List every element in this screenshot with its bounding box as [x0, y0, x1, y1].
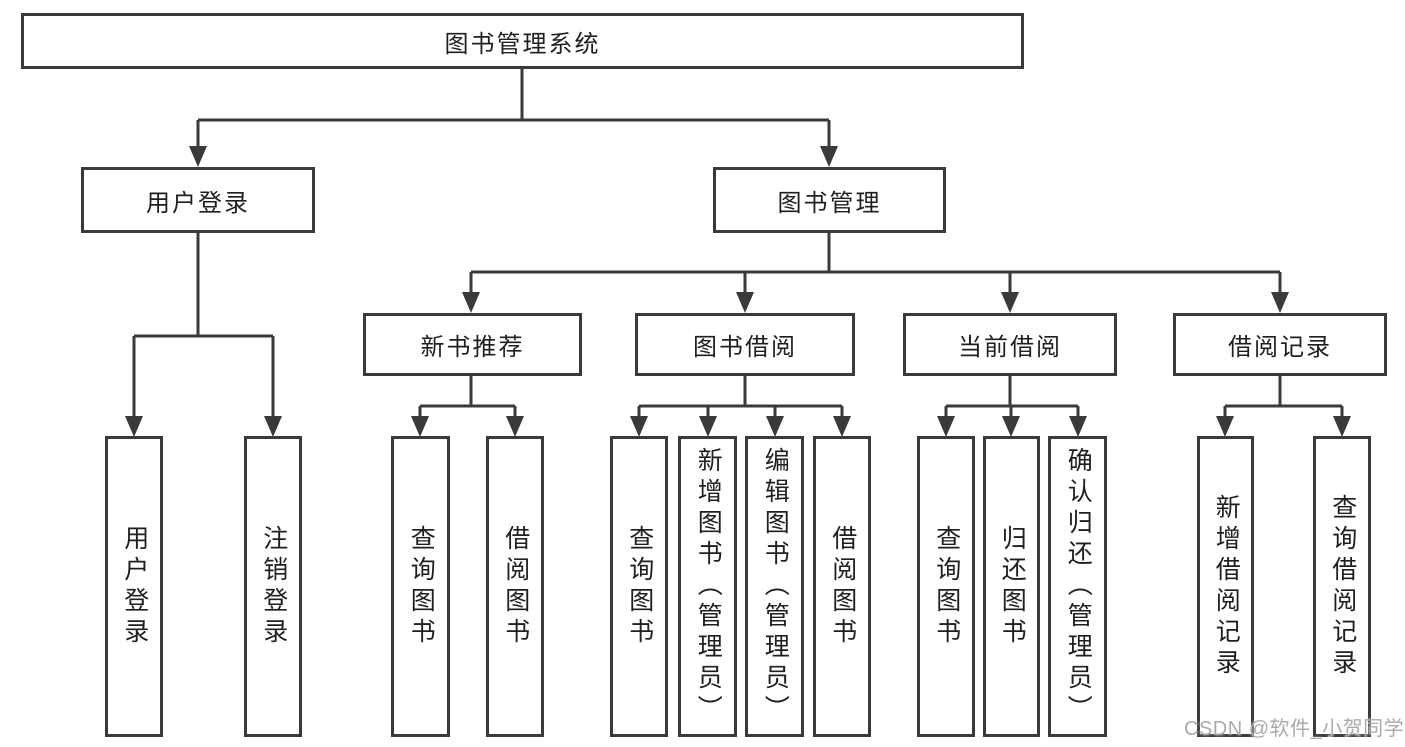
arrow-down-icon	[699, 416, 717, 437]
arrow-down-icon	[766, 416, 784, 437]
connector-segments	[132, 69, 1344, 417]
node-label: 新书推荐	[420, 334, 525, 361]
arrow-down-icon	[1069, 416, 1087, 437]
connector-root-to-level2	[196, 69, 831, 147]
leaf-recommend-query-books: 查询图书	[391, 436, 450, 737]
node-label: 借阅图书	[501, 524, 530, 649]
node-current-borrow: 当前借阅	[903, 313, 1117, 376]
node-label: 当前借阅	[958, 334, 1062, 361]
leaf-borrow-query-books: 查询图书	[610, 436, 668, 737]
node-label: 用户登录	[120, 524, 149, 649]
leaf-current-query-books: 查询图书	[917, 436, 975, 737]
node-label: 查询图书	[407, 524, 436, 649]
arrow-down-icon	[462, 292, 480, 313]
leaf-records-add-record: 新增借阅记录	[1197, 436, 1254, 737]
node-label: 归还图书	[998, 524, 1027, 649]
node-label: 借阅记录	[1228, 334, 1332, 361]
node-label: 确认归还（管理员）	[1064, 447, 1093, 726]
leaf-logout: 注销登录	[244, 436, 302, 737]
connector-current-to-leaves	[944, 376, 1080, 417]
arrow-down-icon	[506, 416, 524, 437]
node-label: 注销登录	[259, 524, 288, 649]
leaf-user-login: 用户登录	[105, 436, 163, 737]
connector-management-to-groups	[469, 233, 1282, 293]
arrow-down-icon	[189, 146, 207, 167]
node-label: 图书借阅	[693, 334, 797, 361]
node-label: 用户登录	[146, 189, 250, 217]
connector-recommend-to-leaves	[418, 376, 517, 417]
connector-borrow-to-leaves	[637, 376, 844, 417]
connector-records-to-leaves	[1223, 376, 1344, 417]
connector-login-to-leaves	[132, 233, 275, 417]
leaf-recommend-borrow-books: 借阅图书	[486, 436, 544, 737]
arrow-down-icon	[1216, 416, 1234, 437]
arrow-down-icon	[833, 416, 851, 437]
arrow-down-icon	[264, 416, 282, 437]
node-label: 借阅图书	[828, 524, 857, 649]
node-label: 编辑图书（管理员）	[761, 447, 790, 726]
node-label: 查询图书	[932, 524, 961, 649]
arrow-down-icon	[125, 416, 143, 437]
node-label: 新增借阅记录	[1212, 493, 1241, 680]
leaf-current-confirm-return-admin: 确认归还（管理员）	[1048, 436, 1107, 737]
node-label: 查询借阅记录	[1328, 493, 1357, 680]
leaf-borrow-edit-books-admin: 编辑图书（管理员）	[745, 436, 804, 737]
node-root: 图书管理系统	[21, 13, 1024, 69]
leaf-records-query-record: 查询借阅记录	[1313, 436, 1371, 737]
arrow-down-icon	[1271, 292, 1289, 313]
node-book-borrow: 图书借阅	[635, 313, 855, 376]
arrow-down-icon	[736, 292, 754, 313]
node-book-management: 图书管理	[713, 167, 946, 233]
node-borrow-records: 借阅记录	[1173, 313, 1387, 376]
leaf-borrow-add-books-admin: 新增图书（管理员）	[678, 436, 737, 737]
arrow-down-icon	[630, 416, 648, 437]
arrow-down-icon	[820, 146, 838, 167]
node-label: 查询图书	[625, 524, 654, 649]
node-label: 新增图书（管理员）	[694, 447, 723, 726]
leaf-borrow-borrow-books: 借阅图书	[813, 436, 871, 737]
node-label: 图书管理	[777, 189, 882, 217]
watermark: CSDN @软件_小贺同学	[1184, 718, 1405, 740]
leaf-current-return-books: 归还图书	[983, 436, 1040, 737]
node-new-book-recommend: 新书推荐	[363, 313, 582, 376]
node-label: 图书管理系统	[444, 30, 601, 58]
arrow-down-icon	[937, 416, 955, 437]
arrow-down-icon	[1333, 416, 1351, 437]
arrowheads	[125, 146, 1351, 437]
arrow-down-icon	[1002, 416, 1020, 437]
node-user-login: 用户登录	[81, 167, 315, 233]
arrow-down-icon	[411, 416, 429, 437]
arrow-down-icon	[1001, 292, 1019, 313]
